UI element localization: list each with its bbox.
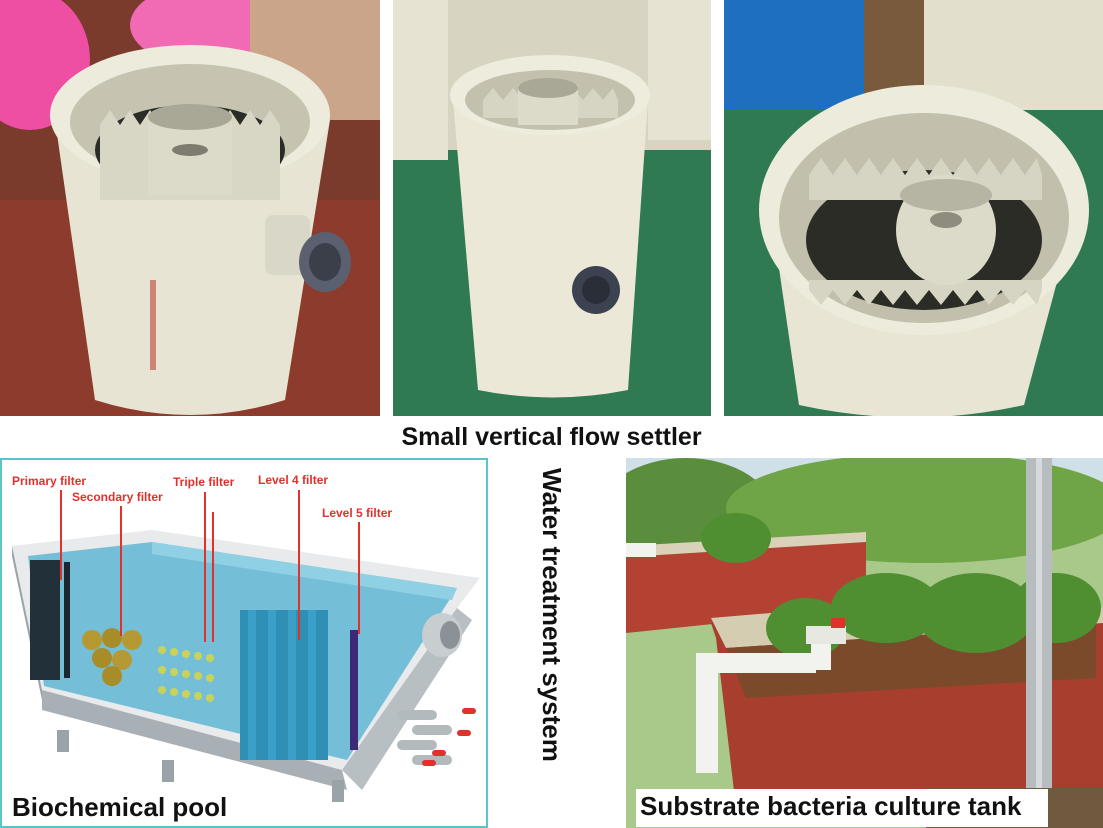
biochemical-pool-diagram: Primary filter Secondary filter Triple f… (0, 458, 488, 828)
secondary-filter-label: Secondary filter (72, 490, 163, 504)
level4-filter-label: Level 4 filter (258, 473, 329, 487)
secondary-filter-pointer (120, 506, 122, 636)
settler-photo-3 (724, 0, 1103, 416)
water-system-caption: Water treatment system (537, 468, 569, 818)
biochemical-pool-caption: Biochemical pool (12, 792, 228, 822)
settler-photo-1 (0, 0, 380, 416)
primary-filter-label: Primary filter (12, 474, 87, 488)
triple-filter-pointer-2 (212, 512, 214, 642)
settler-photo-2 (393, 0, 711, 416)
level5-filter-pointer (358, 522, 360, 634)
triple-filter-label: Triple filter (173, 475, 235, 489)
settler-caption: Small vertical flow settler (401, 423, 702, 451)
triple-filter-pointer (204, 492, 206, 642)
primary-filter-pointer (60, 490, 62, 580)
culture-tank-photo (626, 458, 1103, 828)
culture-tank-caption: Substrate bacteria culture tank (636, 789, 1048, 827)
level4-filter-pointer (298, 490, 300, 640)
level5-filter-label: Level 5 filter (322, 506, 393, 520)
water-system-caption-text: Water treatment system (537, 468, 567, 762)
